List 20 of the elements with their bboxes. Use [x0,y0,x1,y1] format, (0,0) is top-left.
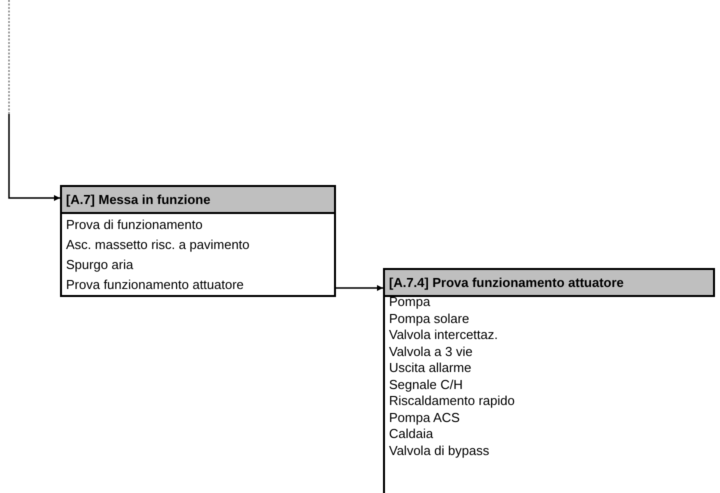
menu-item: Pompa solare [389,310,470,327]
menu-item: Valvola di bypass [389,442,490,459]
menu-item: Prova funzionamento attuatore [66,277,245,292]
menu-item: Spurgo aria [66,257,134,272]
menu-box [60,185,336,297]
menu-item: Uscita allarme [389,360,472,376]
menu-item: Pompa [389,294,432,310]
menu-item: Asc. massetto risc. a pavimento [66,236,251,252]
menu-box [383,268,715,493]
menu-header: [A.7.4] Prova funzionamento attuatore [385,268,715,297]
menu-header: [A.7] Messa in funzione [62,187,334,214]
arrow [8,114,60,201]
menu-item: Valvola a 3 vie [389,344,474,360]
menu-item: Valvola intercettaz. [389,327,499,344]
menu-item: Caldaia [389,426,434,442]
menu-item: Prova di funzionamento [66,216,204,232]
menu-item: Riscaldamento rapido [389,393,516,410]
arrow [336,285,383,291]
menu-item: Pompa ACS [389,410,461,426]
menu-item: Segnale C/H [389,376,464,393]
